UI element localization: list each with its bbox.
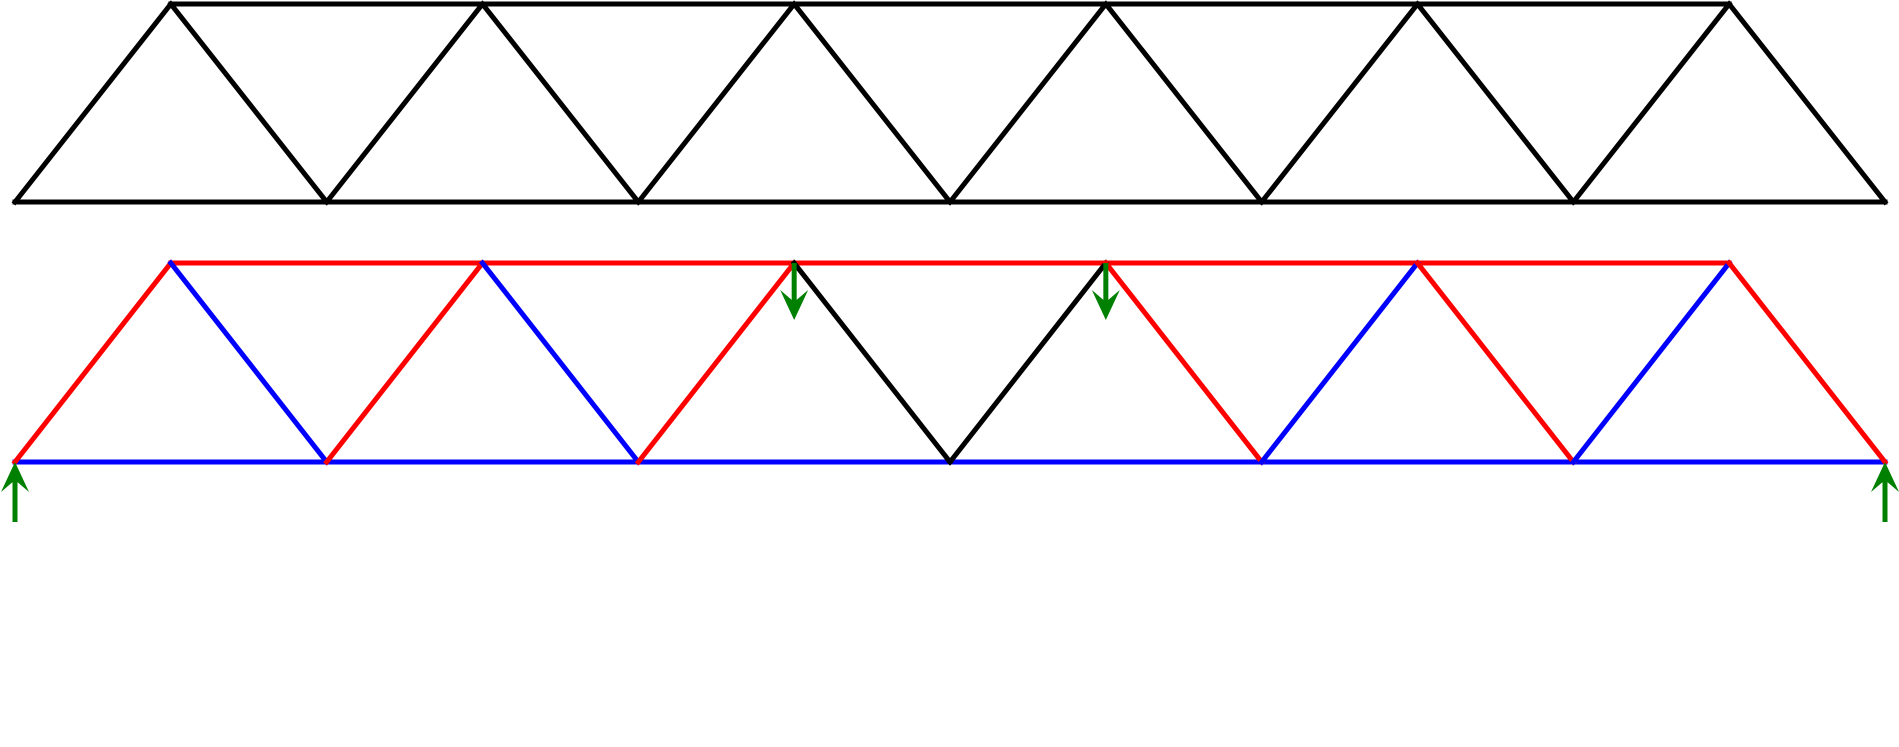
diagonal-member bbox=[323, 259, 487, 466]
diagonal-member bbox=[946, 0, 1110, 206]
truss-loaded bbox=[11, 259, 1889, 466]
support-reaction-arrow-icon-head bbox=[1871, 462, 1899, 492]
diagonal-member bbox=[946, 259, 1110, 466]
diagonal-member bbox=[1102, 259, 1266, 466]
diagonal-member bbox=[1569, 259, 1733, 466]
force-arrows bbox=[1, 263, 1899, 522]
diagonal-member bbox=[478, 259, 642, 466]
diagonal-member bbox=[1725, 0, 1889, 206]
load-arrow-icon-head bbox=[1091, 290, 1120, 320]
diagonal-member bbox=[1725, 259, 1889, 466]
diagonal-member bbox=[1102, 0, 1266, 206]
load-arrow-icon-head bbox=[780, 290, 809, 320]
support-reaction-arrow-icon bbox=[1, 462, 29, 522]
support-reaction-arrow-icon bbox=[1871, 462, 1899, 522]
diagonal-member bbox=[1413, 0, 1577, 206]
diagonal-member bbox=[167, 259, 331, 466]
support-reaction-arrow-icon-head bbox=[1, 462, 29, 492]
diagonal-member bbox=[634, 0, 798, 206]
diagonal-member bbox=[790, 259, 954, 466]
diagonal-member bbox=[323, 0, 487, 206]
diagonal-member bbox=[11, 259, 175, 466]
diagonal-member bbox=[634, 259, 798, 466]
truss-unloaded bbox=[11, 0, 1889, 206]
diagonal-member bbox=[790, 0, 954, 206]
diagonal-member bbox=[167, 0, 331, 206]
load-arrow-icon bbox=[1091, 263, 1120, 320]
diagonal-member bbox=[11, 0, 175, 206]
diagonal-member bbox=[478, 0, 642, 206]
diagonal-member bbox=[1413, 259, 1577, 466]
diagonal-member bbox=[1258, 0, 1422, 206]
diagonal-member bbox=[1569, 0, 1733, 206]
load-arrow-icon bbox=[780, 263, 809, 320]
diagonal-member bbox=[1258, 259, 1422, 466]
